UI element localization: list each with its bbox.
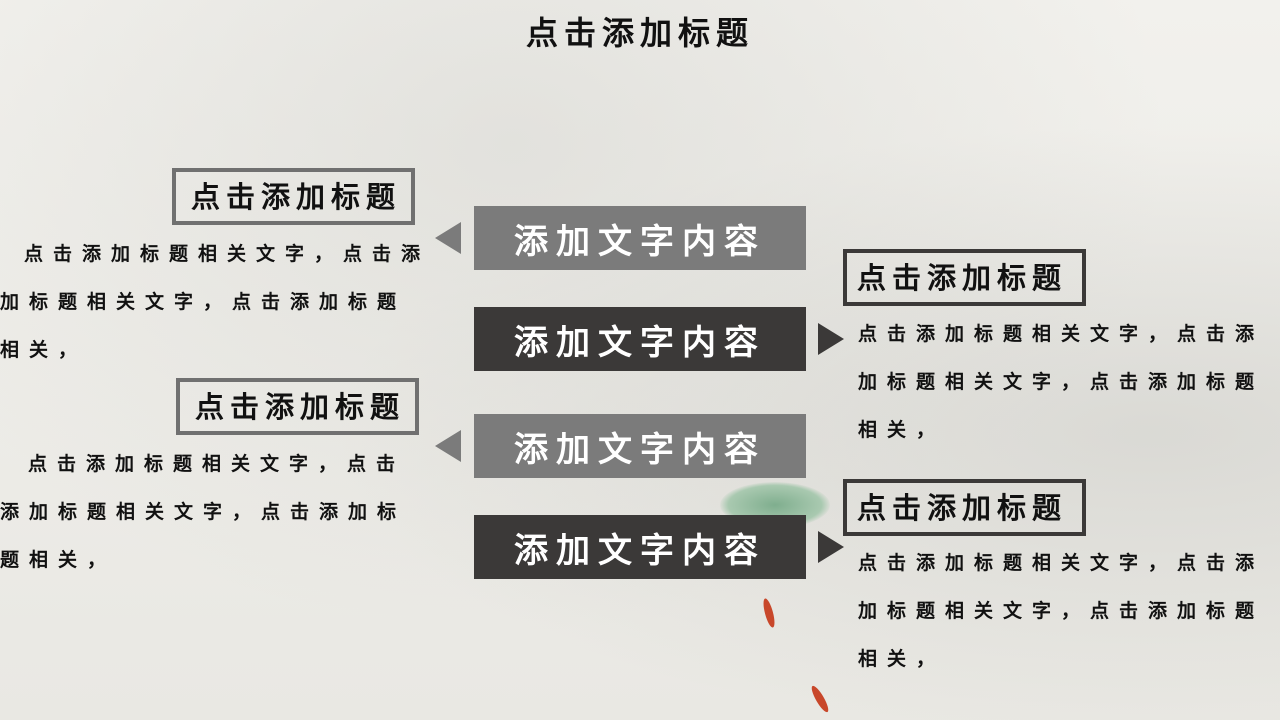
- content-bar-1[interactable]: 添加文字内容: [474, 206, 806, 270]
- page-title[interactable]: 点击添加标题: [525, 14, 754, 52]
- item-heading-3[interactable]: 点击添加标题: [176, 378, 419, 435]
- arrow-left-icon: [435, 222, 461, 254]
- item-heading-2[interactable]: 点击添加标题: [843, 249, 1086, 306]
- item-text-3[interactable]: 点击添加标题相关文字，点击添加标题相关文字，点击添加标题相关，: [0, 453, 407, 571]
- item-heading-4[interactable]: 点击添加标题: [843, 479, 1086, 536]
- arrow-right-icon: [818, 323, 844, 355]
- content-bar-4[interactable]: 添加文字内容: [474, 515, 806, 579]
- item-text-2[interactable]: 点击添加标题相关文字，点击添加标题相关文字，点击添加标题相关，: [858, 323, 1265, 441]
- content-bar-3[interactable]: 添加文字内容: [474, 414, 806, 478]
- item-text-1[interactable]: 点击添加标题相关文字，点击添加标题相关文字，点击添加标题相关，: [0, 243, 431, 361]
- arrow-left-icon: [435, 430, 461, 462]
- item-heading-1[interactable]: 点击添加标题: [172, 168, 415, 225]
- arrow-right-icon: [818, 531, 844, 563]
- item-text-4[interactable]: 点击添加标题相关文字，点击添加标题相关文字，点击添加标题相关，: [858, 552, 1265, 670]
- content-bar-2[interactable]: 添加文字内容: [474, 307, 806, 371]
